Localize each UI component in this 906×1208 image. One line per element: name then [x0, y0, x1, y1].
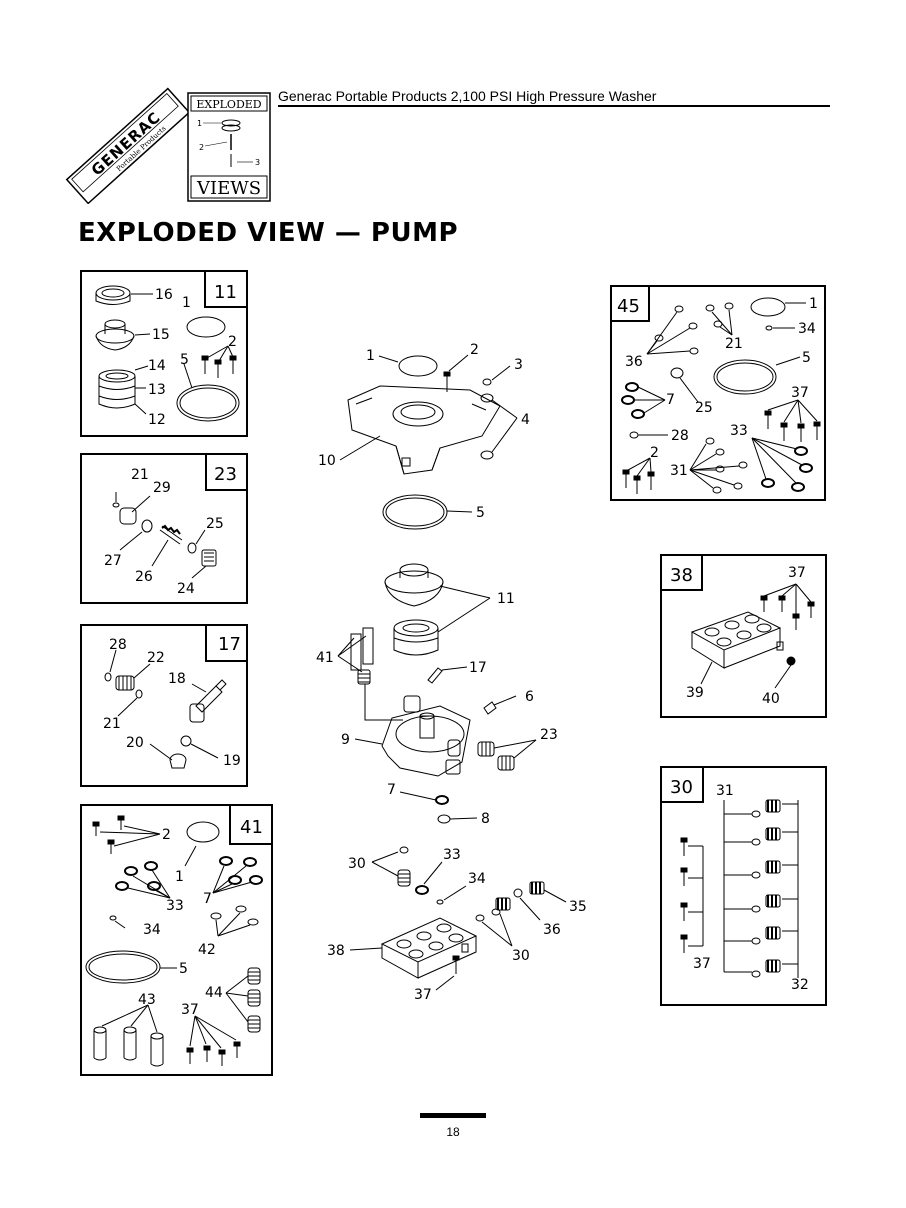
- callout-label: 5: [476, 505, 485, 521]
- callout-label: 20: [126, 735, 144, 751]
- callout-label: 3: [514, 357, 523, 373]
- callout-label: 37: [788, 565, 806, 581]
- page-number: 18: [446, 1125, 460, 1139]
- callout-label: 2: [650, 445, 659, 461]
- document-header-title: Generac Portable Products 2,100 PSI High…: [278, 88, 657, 104]
- callout-label: 7: [203, 891, 212, 907]
- callout-label: 2: [470, 342, 479, 358]
- callout-label: 23: [540, 727, 558, 743]
- detail-box-41: [80, 804, 273, 1076]
- callout-label: 37: [791, 385, 809, 401]
- page-footer-bar: [420, 1113, 486, 1118]
- callout-label: 29: [153, 480, 171, 496]
- box-number: 30: [670, 777, 693, 798]
- detail-box-38: [660, 554, 827, 718]
- callout-label: 15: [152, 327, 170, 343]
- callout-label: 7: [666, 392, 675, 408]
- callout-label: 44: [205, 985, 223, 1001]
- callout-label: 24: [177, 581, 195, 597]
- callout-label: 37: [181, 1002, 199, 1018]
- callout-label: 17: [469, 660, 487, 676]
- callout-label: 14: [148, 358, 166, 374]
- callout-label: 4: [521, 412, 530, 428]
- detail-box-45: [610, 285, 826, 501]
- callout-label: 21: [103, 716, 121, 732]
- callout-label: 11: [497, 591, 515, 607]
- exploded-views-badge: EXPLODED VIEWS 1 2 3: [187, 92, 271, 202]
- page-title: EXPLODED VIEW — PUMP: [78, 218, 459, 248]
- callout-label: 5: [802, 350, 811, 366]
- callout-label: 31: [716, 783, 734, 799]
- callout-label: 33: [730, 423, 748, 439]
- callout-label: 1: [175, 869, 184, 885]
- callout-label: 12: [148, 412, 166, 428]
- callout-label: 42: [198, 942, 216, 958]
- box-number: 11: [214, 282, 237, 303]
- callout-label: 2: [162, 827, 171, 843]
- callout-label: 28: [671, 428, 689, 444]
- callout-label: 5: [180, 352, 189, 368]
- callout-label: 16: [155, 287, 173, 303]
- callout-label: 34: [143, 922, 161, 938]
- callout-label: 30: [512, 948, 530, 964]
- generac-logo: GENERAC Portable Products: [65, 87, 191, 204]
- callout-label: 21: [725, 336, 743, 352]
- callout-label: 41: [316, 650, 334, 666]
- callout-label: 1: [182, 295, 191, 311]
- badge-bottom-text: VIEWS: [196, 178, 261, 199]
- detail-box-30: [660, 766, 827, 1006]
- callout-label: 7: [387, 782, 396, 798]
- callout-label: 34: [798, 321, 816, 337]
- callout-label: 9: [341, 732, 350, 748]
- callout-label: 25: [206, 516, 224, 532]
- detail-box-11: [80, 270, 248, 437]
- callout-label: 33: [443, 847, 461, 863]
- callout-label: 31: [670, 463, 688, 479]
- callout-label: 35: [569, 899, 587, 915]
- detail-box-23: [80, 453, 248, 604]
- box-number: 17: [218, 634, 241, 655]
- box-number: 38: [670, 565, 693, 586]
- callout-label: 27: [104, 553, 122, 569]
- callout-label: 43: [138, 992, 156, 1008]
- header-rule: [278, 105, 830, 107]
- detail-box-17: [80, 624, 248, 787]
- callout-label: 18: [168, 671, 186, 687]
- main-pump-assembly: [337, 354, 567, 991]
- callout-label: 1: [366, 348, 375, 364]
- callout-label: 5: [179, 961, 188, 977]
- callout-label: 19: [223, 753, 241, 769]
- callout-label: 8: [481, 811, 490, 827]
- callout-label: 30: [348, 856, 366, 872]
- callout-label: 38: [327, 943, 345, 959]
- callout-label: 21: [131, 467, 149, 483]
- callout-label: 32: [791, 977, 809, 993]
- badge-top-text: EXPLODED: [196, 98, 261, 111]
- badge-callout: 3: [255, 158, 260, 167]
- callout-label: 34: [468, 871, 486, 887]
- callout-label: 36: [543, 922, 561, 938]
- callout-label: 33: [166, 898, 184, 914]
- callout-label: 25: [695, 400, 713, 416]
- callout-label: 22: [147, 650, 165, 666]
- callout-label: 37: [693, 956, 711, 972]
- callout-label: 1: [809, 296, 818, 312]
- box-number: 23: [214, 464, 237, 485]
- callout-label: 39: [686, 685, 704, 701]
- badge-callout: 2: [199, 143, 204, 152]
- callout-label: 6: [525, 689, 534, 705]
- callout-label: 36: [625, 354, 643, 370]
- callout-label: 10: [318, 453, 336, 469]
- callout-label: 37: [414, 987, 432, 1003]
- callout-label: 28: [109, 637, 127, 653]
- callout-label: 2: [228, 334, 237, 350]
- box-number: 41: [240, 817, 263, 838]
- box-number: 45: [617, 296, 640, 317]
- callout-label: 26: [135, 569, 153, 585]
- callout-label: 13: [148, 382, 166, 398]
- callout-label: 40: [762, 691, 780, 707]
- badge-callout: 1: [197, 119, 202, 128]
